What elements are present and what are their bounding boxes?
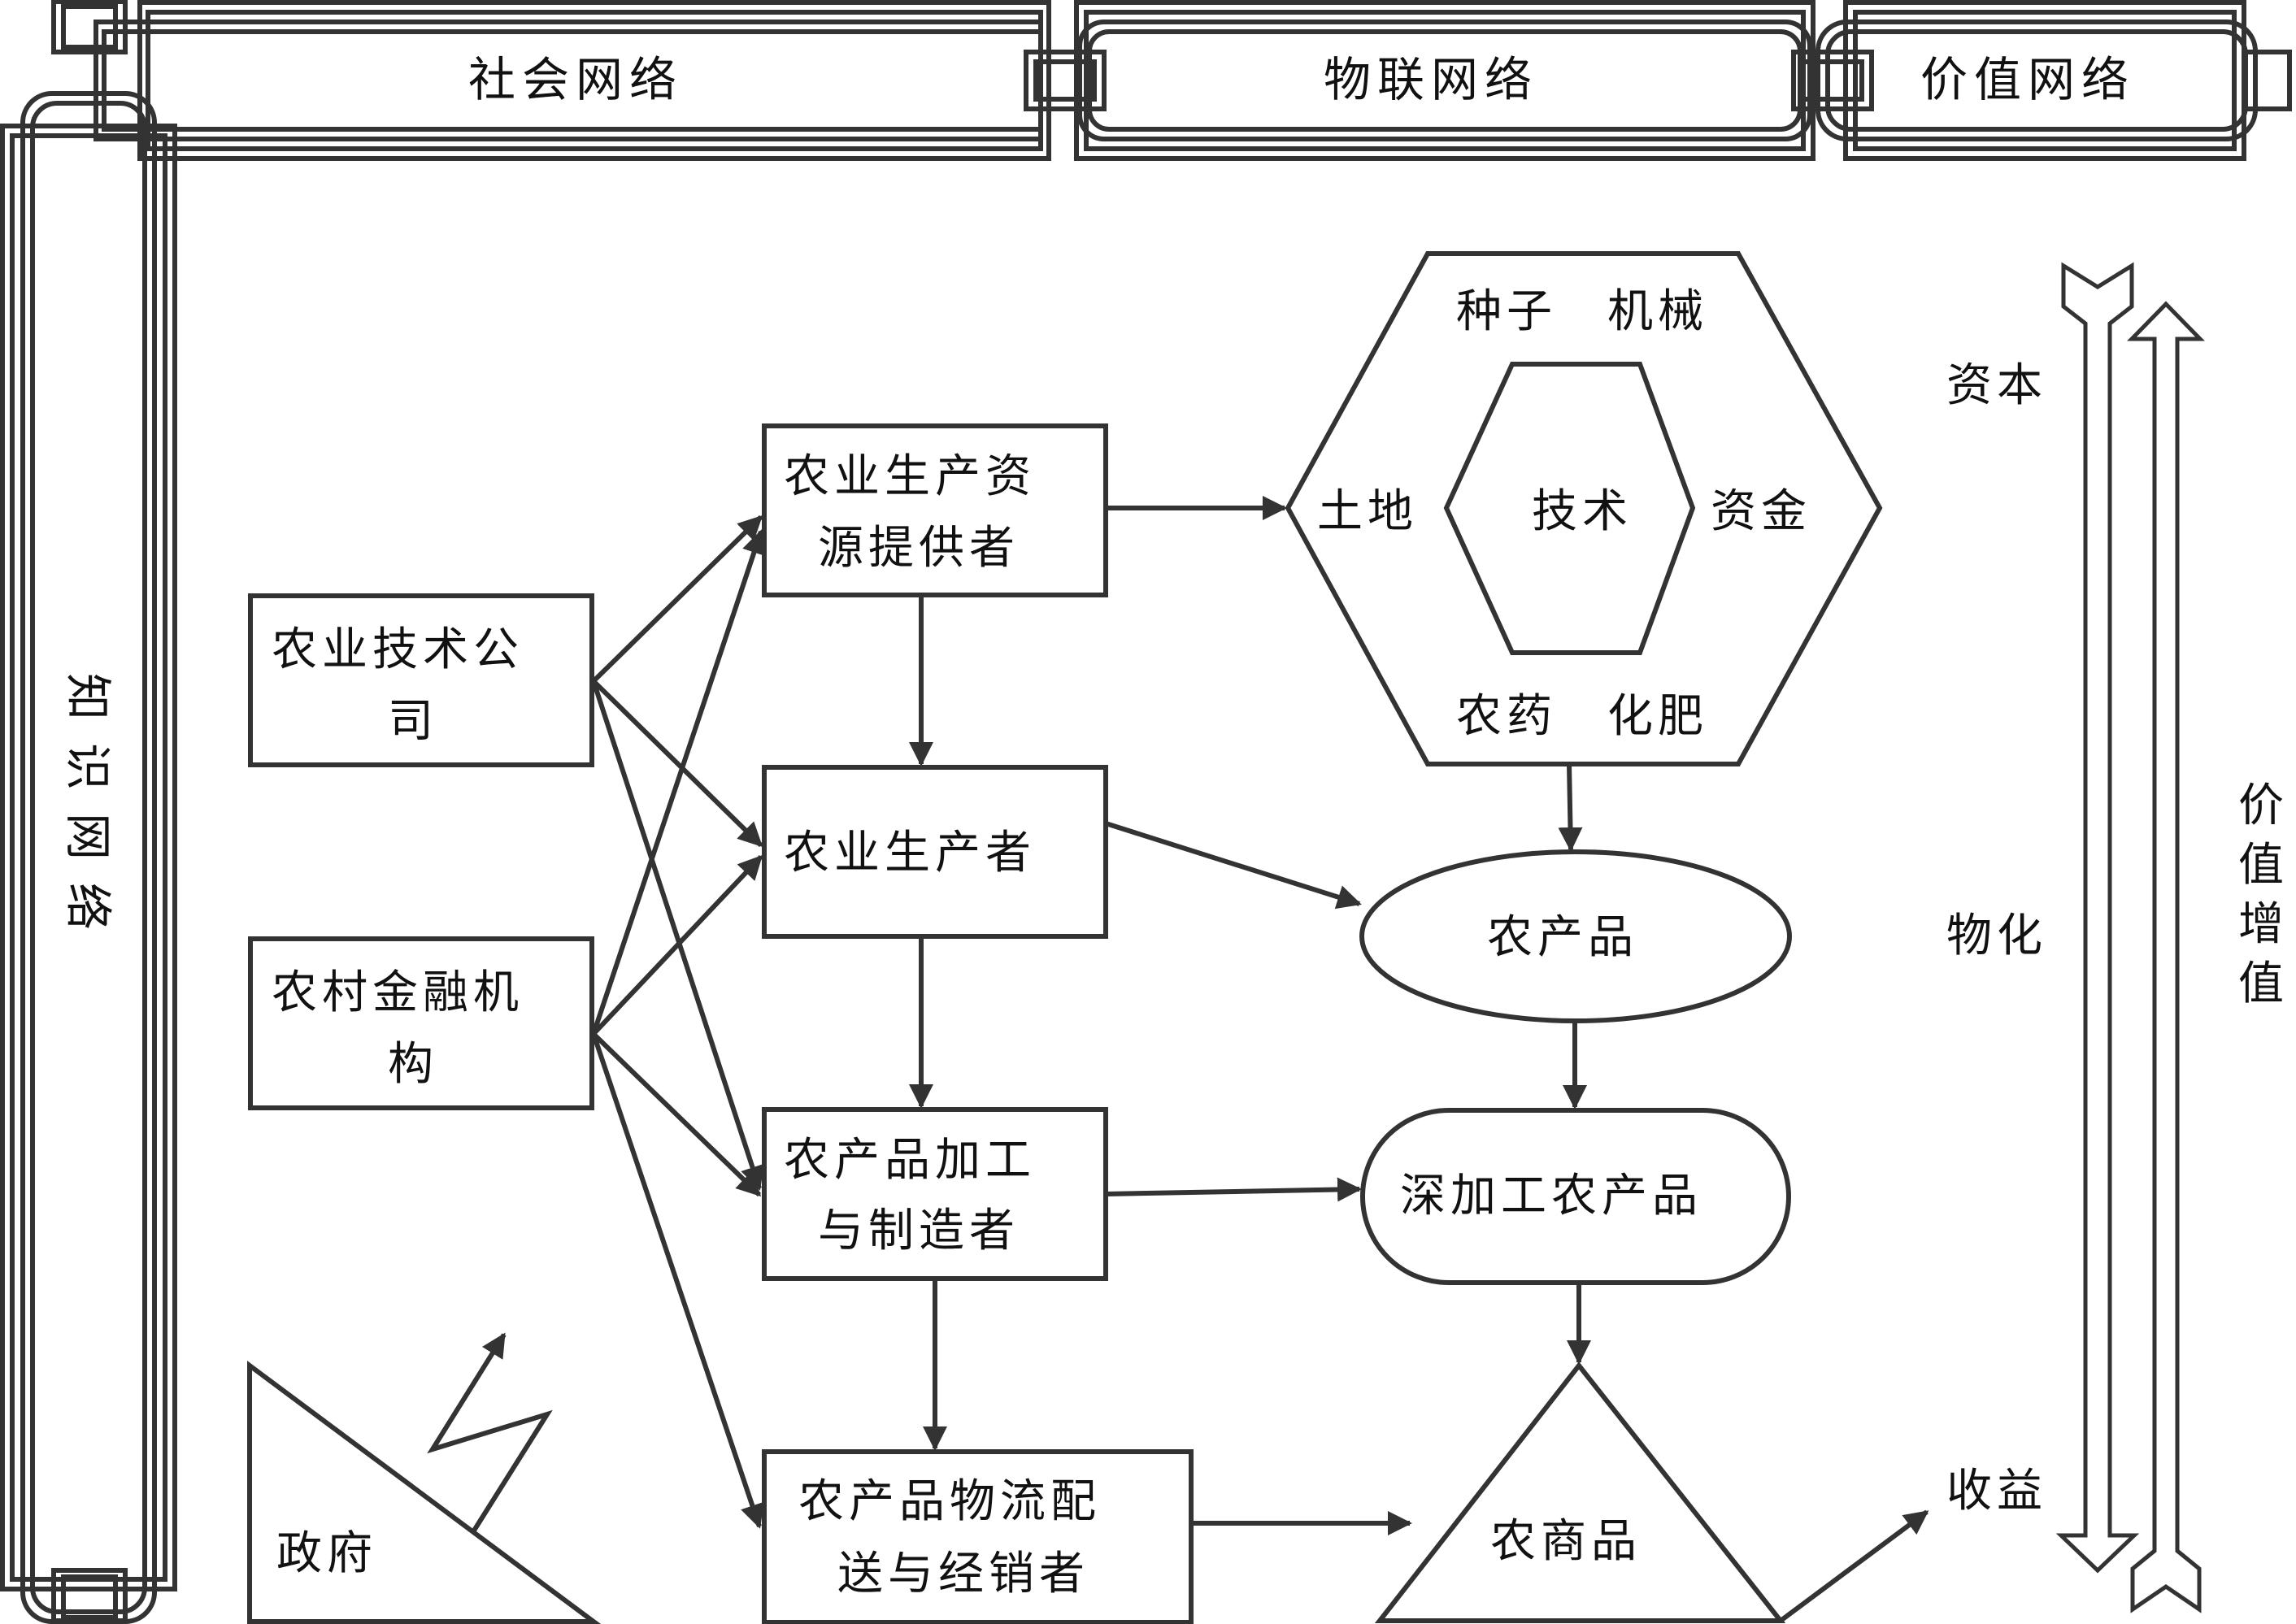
value-added-char-2: 值: [2238, 839, 2289, 892]
frame-connector: [1024, 50, 1874, 111]
processed-product-stadium[interactable]: 深加工农产品: [1360, 1108, 1791, 1285]
commodity-label: 农商品: [1490, 1515, 1642, 1568]
social-network-label: 社会网络: [468, 52, 683, 107]
chain-arrows: [909, 496, 1929, 1623]
value-flow: 资本 物化 收益 价 值 增 值: [1946, 262, 2289, 1613]
arrow-finance-to-producer: [591, 854, 763, 1036]
arrow-resources-to-farm-product: [1558, 763, 1583, 852]
processor-box[interactable]: 农产品加工 与制造者: [762, 1107, 1108, 1281]
revenue-label: 收益: [1946, 1465, 2047, 1518]
knowledge-network-frame: 知识网络: [0, 0, 177, 1624]
resource-provider-box[interactable]: 农业生产资 源提供者: [762, 423, 1108, 597]
arrow-tech-to-producer: [591, 679, 763, 848]
arrow-finance-to-resource: [591, 529, 766, 1035]
arrow-commodity-to-revenue: [1779, 1509, 1929, 1623]
government-label: 政府: [276, 1527, 377, 1580]
government-influence-arrow: [427, 1332, 553, 1532]
value-added-char-3: 增: [2238, 898, 2289, 951]
down-flow-arrow: [2055, 262, 2140, 1574]
government-triangle[interactable]: 政府: [247, 1332, 602, 1624]
iot-network-frame: 物联网络: [1074, 0, 1815, 161]
rural-finance-label-1: 农村金融机: [272, 966, 524, 1019]
arrow-finance-to-processor: [591, 1031, 762, 1197]
logistics-label-2: 送与经销者: [837, 1548, 1089, 1600]
value-network-label: 价值网络: [1920, 52, 2135, 107]
resource-seed-machinery: 种子 机械: [1456, 285, 1708, 338]
arrow-producer-to-farm-product: [1105, 821, 1362, 910]
resource-pesticide-fertilizer: 农药 化肥: [1456, 690, 1708, 743]
agri-tech-company-label-1: 农业技术公: [272, 623, 524, 676]
processor-label-1: 农产品加工: [784, 1134, 1036, 1187]
logistics-label-1: 农产品物流配: [798, 1475, 1101, 1528]
resource-technology: 技术: [1532, 485, 1633, 538]
resources-hexagon[interactable]: 种子 机械 土地 技术 资金 农药 化肥: [1285, 251, 1883, 766]
agri-tech-company-label-2: 司: [388, 695, 438, 748]
arrow-tech-to-processor: [591, 680, 764, 1191]
up-flow-arrow: [2127, 301, 2205, 1613]
resource-provider-label-1: 农业生产资: [784, 450, 1036, 503]
farm-product-label: 农产品: [1487, 911, 1638, 964]
processor-label-2: 与制造者: [818, 1205, 1020, 1257]
arrow-finance-to-logistics: [591, 1033, 764, 1529]
capital-label: 资本: [1946, 359, 2047, 412]
arrow-processor-to-processed: [1105, 1177, 1362, 1202]
producer-label: 农业生产者: [784, 827, 1036, 879]
value-added-char-1: 价: [2238, 779, 2289, 832]
value-network-frame: 价值网络: [1815, 0, 2292, 161]
materialization-label: 物化: [1946, 910, 2047, 962]
social-network-frame: 社会网络: [93, 0, 1051, 161]
resource-land: 土地: [1317, 485, 1418, 538]
processed-product-label: 深加工农产品: [1400, 1170, 1702, 1222]
commodity-triangle[interactable]: 农商品: [1374, 1361, 1786, 1623]
agri-tech-company-box[interactable]: 农业技术公 司: [248, 593, 594, 767]
actor-arrows: [591, 515, 766, 1529]
knowledge-network-label: 知识网络: [60, 673, 115, 953]
iot-network-label: 物联网络: [1324, 52, 1538, 107]
rural-finance-label-2: 构: [388, 1038, 438, 1091]
logistics-box[interactable]: 农产品物流配 送与经销者: [762, 1449, 1194, 1624]
technology-hexagon[interactable]: [1443, 362, 1696, 655]
resource-capital: 资金: [1711, 485, 1811, 538]
producer-box[interactable]: 农业生产者: [762, 765, 1108, 939]
arrow-tech-to-resource: [591, 515, 763, 684]
resource-provider-label-2: 源提供者: [818, 522, 1020, 575]
value-added-char-4: 值: [2238, 957, 2289, 1010]
rural-finance-box[interactable]: 农村金融机 构: [248, 936, 594, 1110]
farm-product-ellipse[interactable]: 农产品: [1359, 849, 1792, 1023]
